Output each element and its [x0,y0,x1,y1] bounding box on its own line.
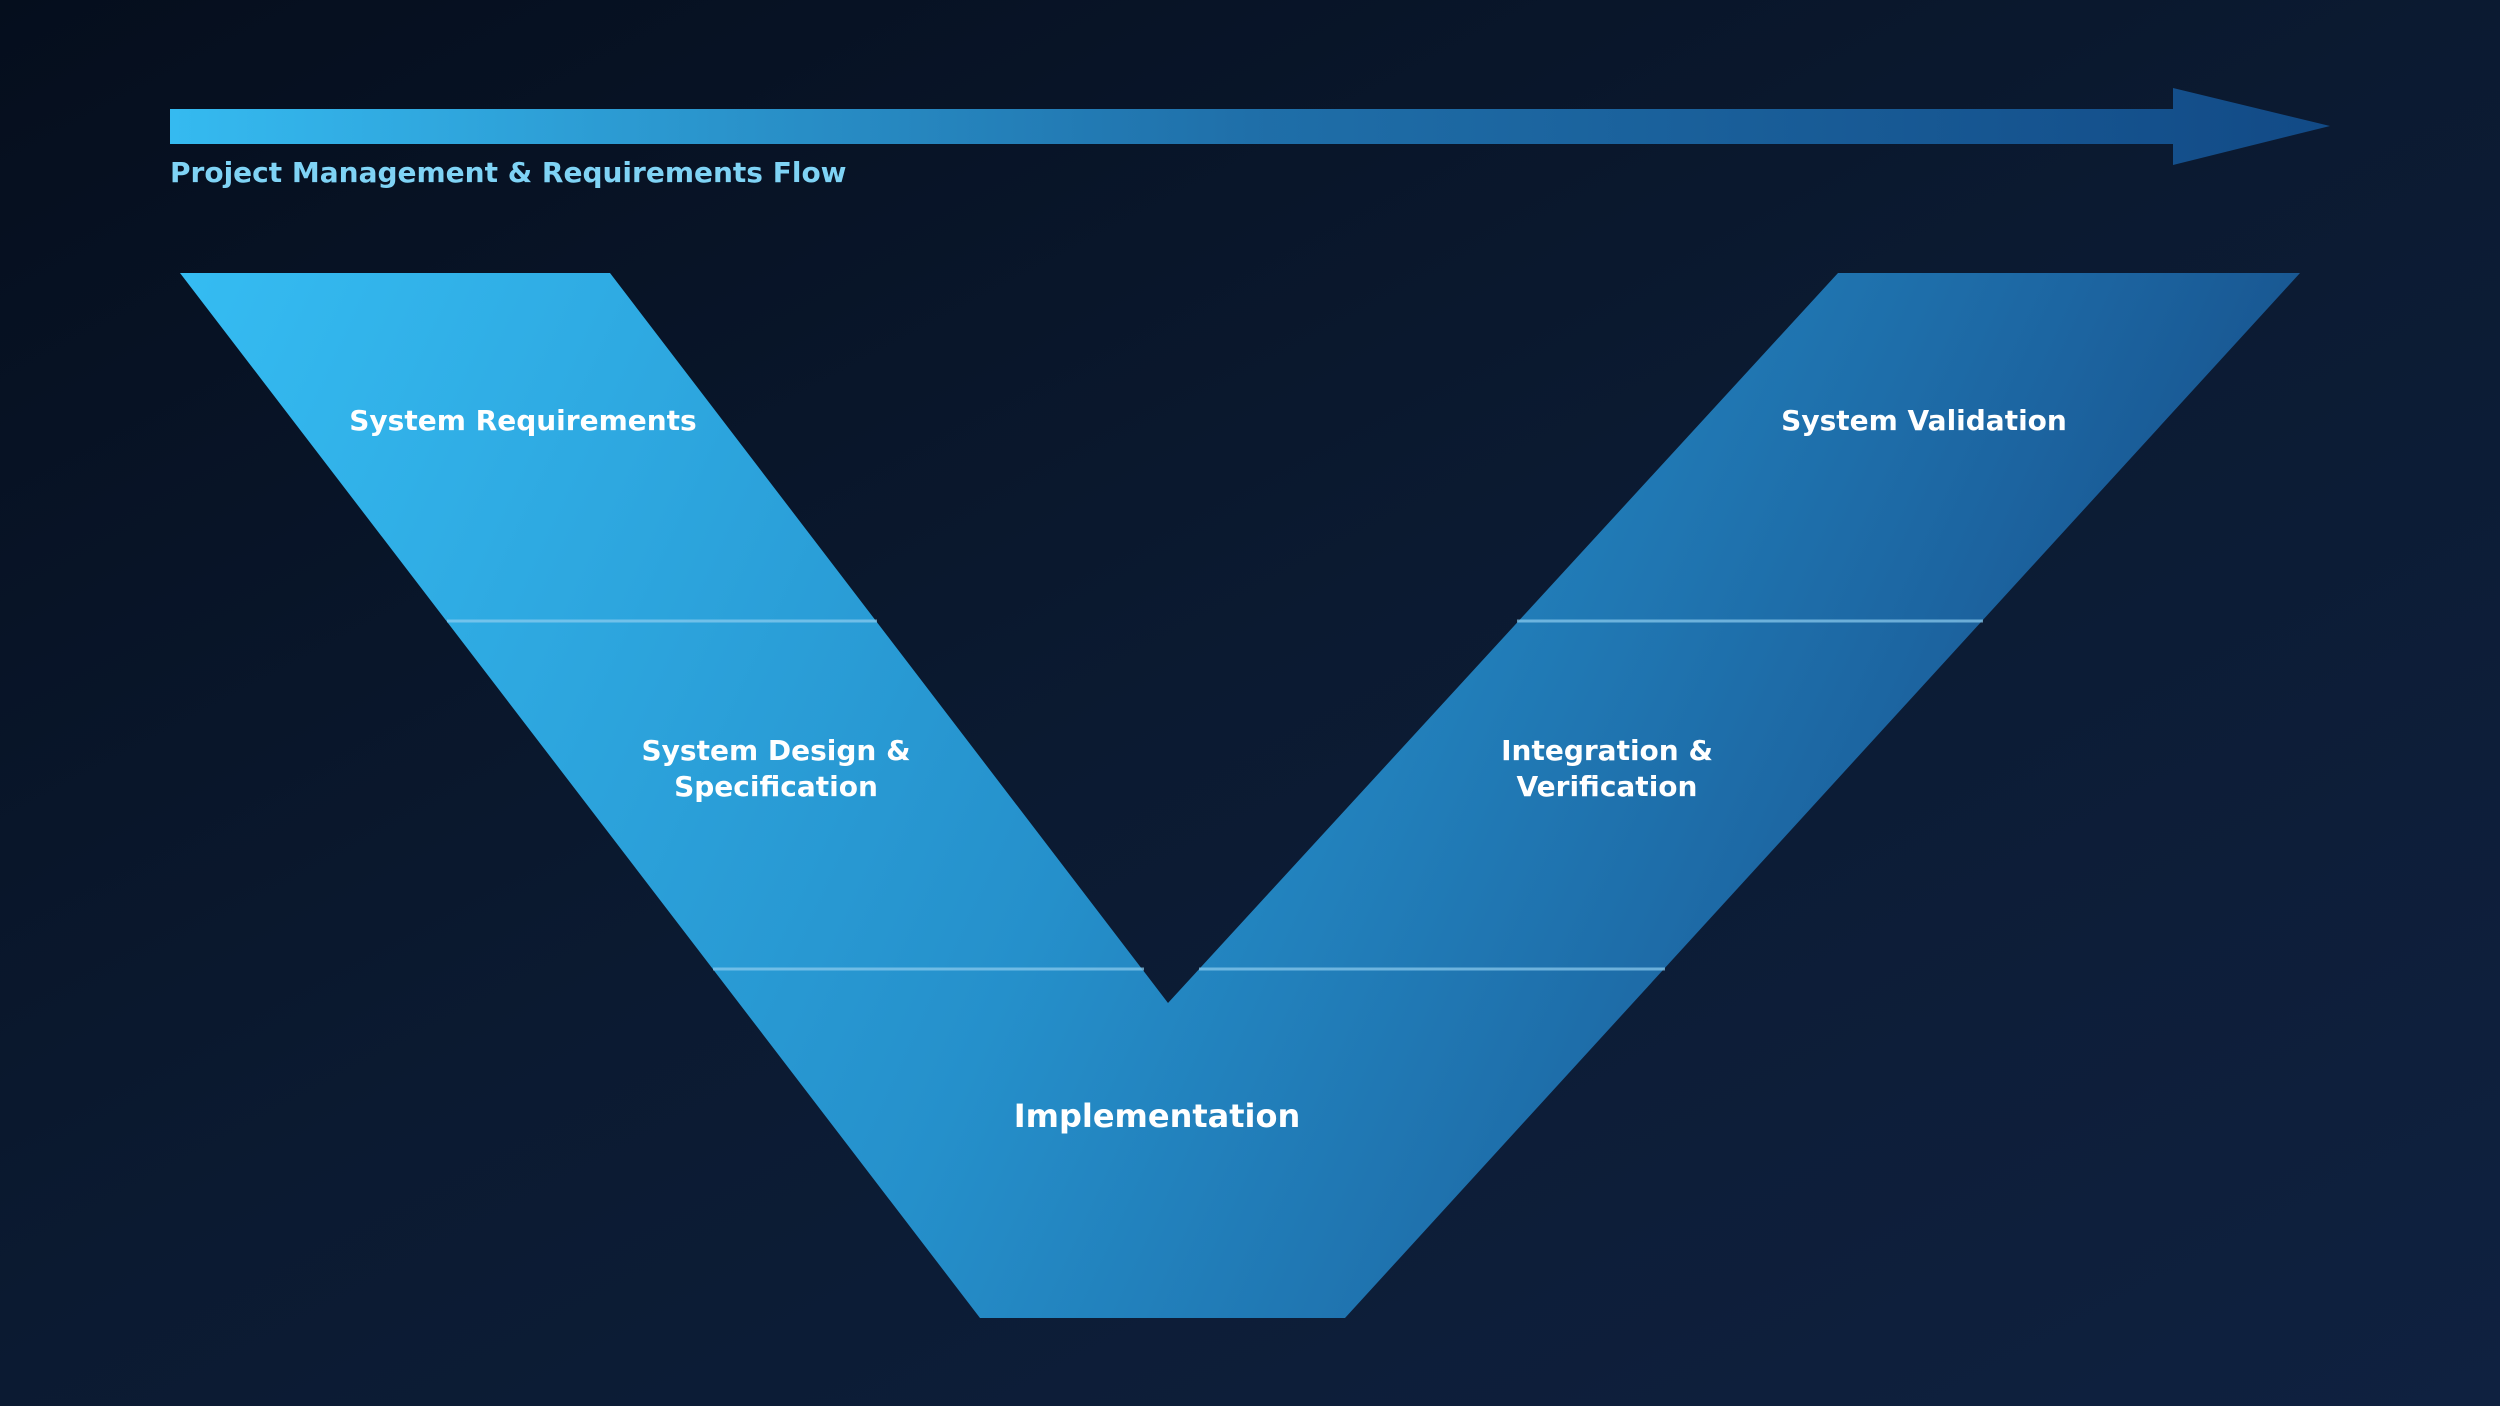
stage-implementation: Implementation [1014,1098,1301,1134]
stage-integration-line2: Verification [1516,770,1698,803]
stage-system-requirements: System Requirements [349,403,696,439]
stage-system-design-line1: System Design & [641,734,911,767]
stage-system-validation-label: System Validation [1781,404,2067,437]
v-shape [180,273,2300,1318]
stage-system-validation: System Validation [1781,403,2067,439]
stage-system-design: System Design & Specification [641,733,910,805]
stage-system-requirements-label: System Requirements [349,404,697,437]
stage-system-design-line2: Specification [674,770,878,803]
stage-integration: Integration & Verification [1501,733,1713,805]
flow-arrow [170,88,2330,165]
stage-integration-line1: Integration & [1501,734,1713,767]
flow-label: Project Management & Requirements Flow [170,156,847,189]
stage-implementation-label: Implementation [1013,1097,1301,1135]
